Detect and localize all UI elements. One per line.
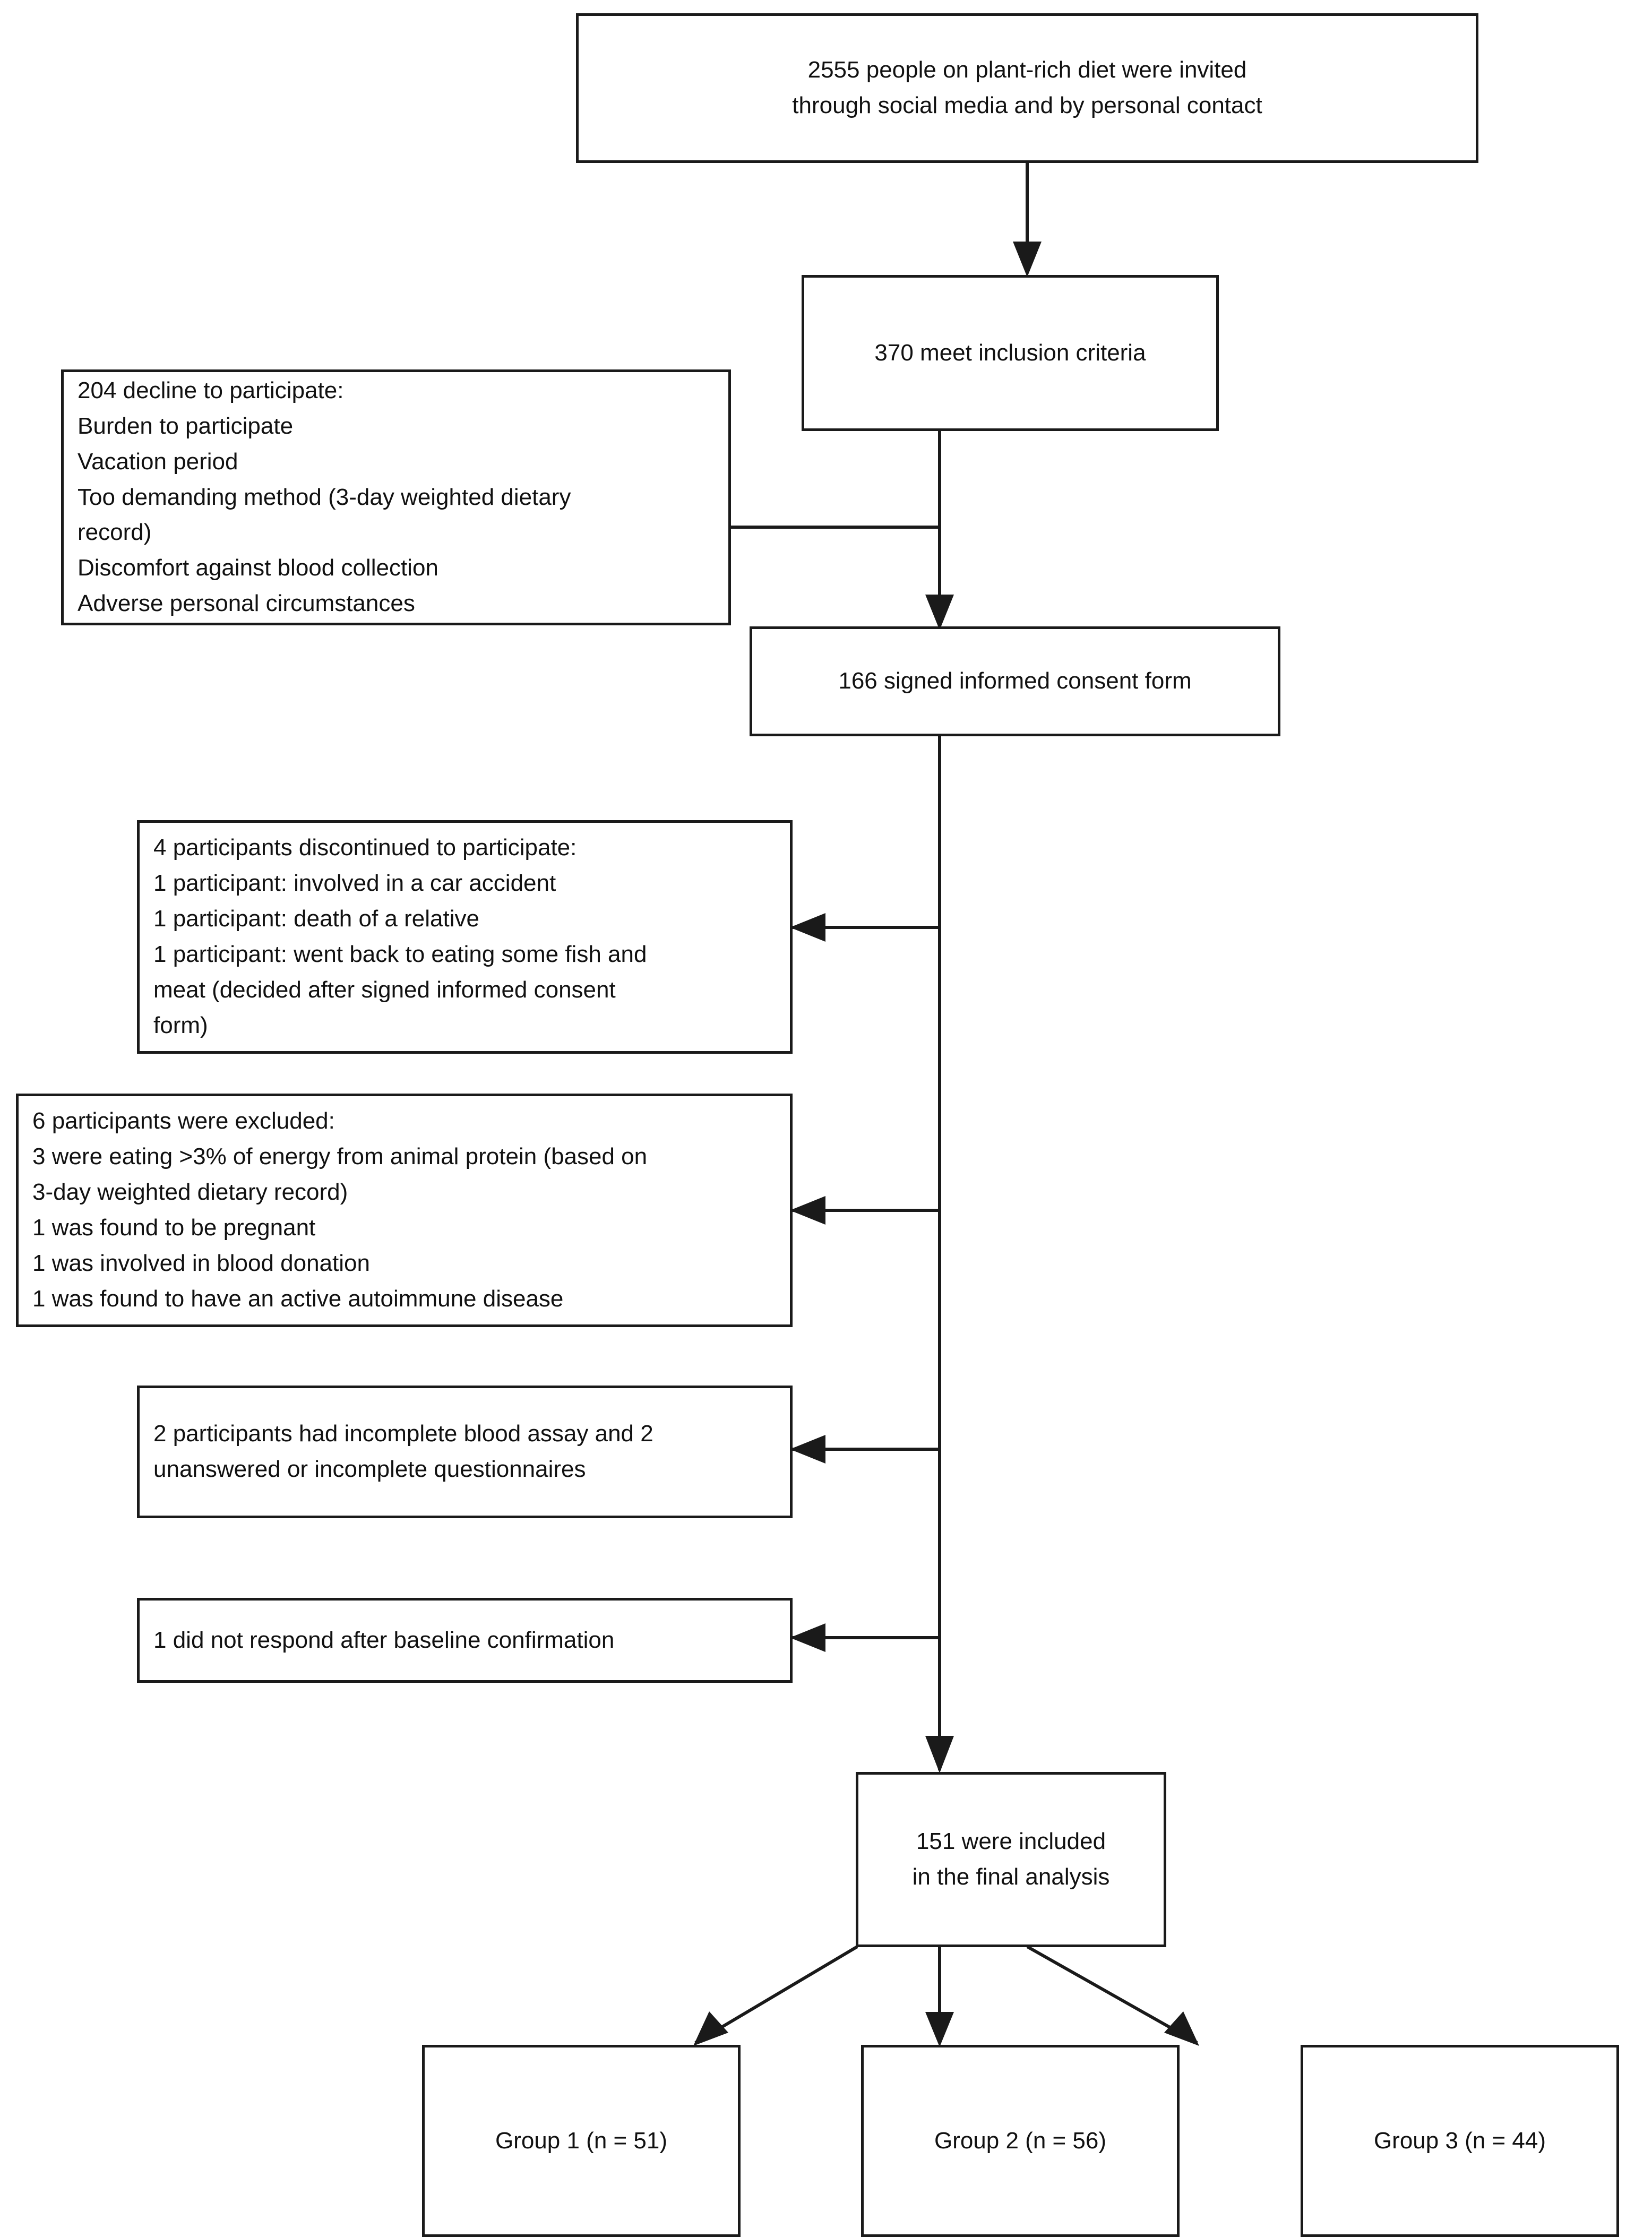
node-consent[interactable]: 166 signed informed consent form: [750, 626, 1280, 736]
arrowhead-group2: [925, 2012, 954, 2047]
node-group3[interactable]: Group 3 (n = 44): [1301, 2045, 1619, 2237]
edge-final-to-group3: [1026, 1945, 1198, 2044]
arrowheads: [693, 242, 1199, 2047]
arrowhead-consent: [925, 595, 954, 630]
arrowhead-excluded: [790, 1196, 825, 1225]
node-final-label: 151 were included in the final analysis: [912, 1828, 1110, 1890]
node-invited-label: 2555 people on plant-rich diet were invi…: [792, 57, 1262, 118]
node-noresponse[interactable]: 1 did not respond after baseline confirm…: [137, 1598, 793, 1683]
node-discontinued-label: 4 participants discontinued to participa…: [153, 834, 647, 1038]
node-decline-label: 204 decline to participate: Burden to pa…: [78, 377, 571, 617]
arrowhead-final: [925, 1736, 954, 1773]
node-group1[interactable]: Group 1 (n = 51): [422, 2045, 741, 2237]
arrowhead-group1: [693, 2011, 728, 2046]
node-excluded[interactable]: 6 participants were excluded: 3 were eat…: [16, 1094, 793, 1327]
node-noresponse-label: 1 did not respond after baseline confirm…: [153, 1627, 615, 1653]
node-incomplete[interactable]: 2 participants had incomplete blood assa…: [137, 1386, 793, 1518]
node-excluded-label: 6 participants were excluded: 3 were eat…: [32, 1108, 648, 1312]
node-inclusion-label: 370 meet inclusion criteria: [874, 339, 1146, 366]
arrowhead-group3: [1164, 2011, 1199, 2046]
arrowhead-noresponse: [790, 1623, 825, 1652]
node-group1-label: Group 1 (n = 51): [495, 2127, 668, 2154]
node-decline[interactable]: 204 decline to participate: Burden to pa…: [61, 369, 731, 625]
node-group2-label: Group 2 (n = 56): [934, 2127, 1107, 2154]
node-group3-label: Group 3 (n = 44): [1373, 2127, 1546, 2154]
node-discontinued[interactable]: 4 participants discontinued to participa…: [137, 820, 793, 1054]
node-final[interactable]: 151 were included in the final analysis: [856, 1772, 1166, 1947]
node-inclusion[interactable]: 370 meet inclusion criteria: [802, 275, 1219, 431]
arrowhead-incomplete: [790, 1435, 825, 1464]
node-incomplete-label: 2 participants had incomplete blood assa…: [153, 1421, 653, 1482]
node-invited[interactable]: 2555 people on plant-rich diet were invi…: [576, 13, 1478, 163]
node-consent-label: 166 signed informed consent form: [838, 668, 1192, 694]
arrowhead-discontinued: [790, 913, 825, 942]
node-group2[interactable]: Group 2 (n = 56): [861, 2045, 1180, 2237]
arrowhead-inclusion: [1013, 242, 1042, 277]
